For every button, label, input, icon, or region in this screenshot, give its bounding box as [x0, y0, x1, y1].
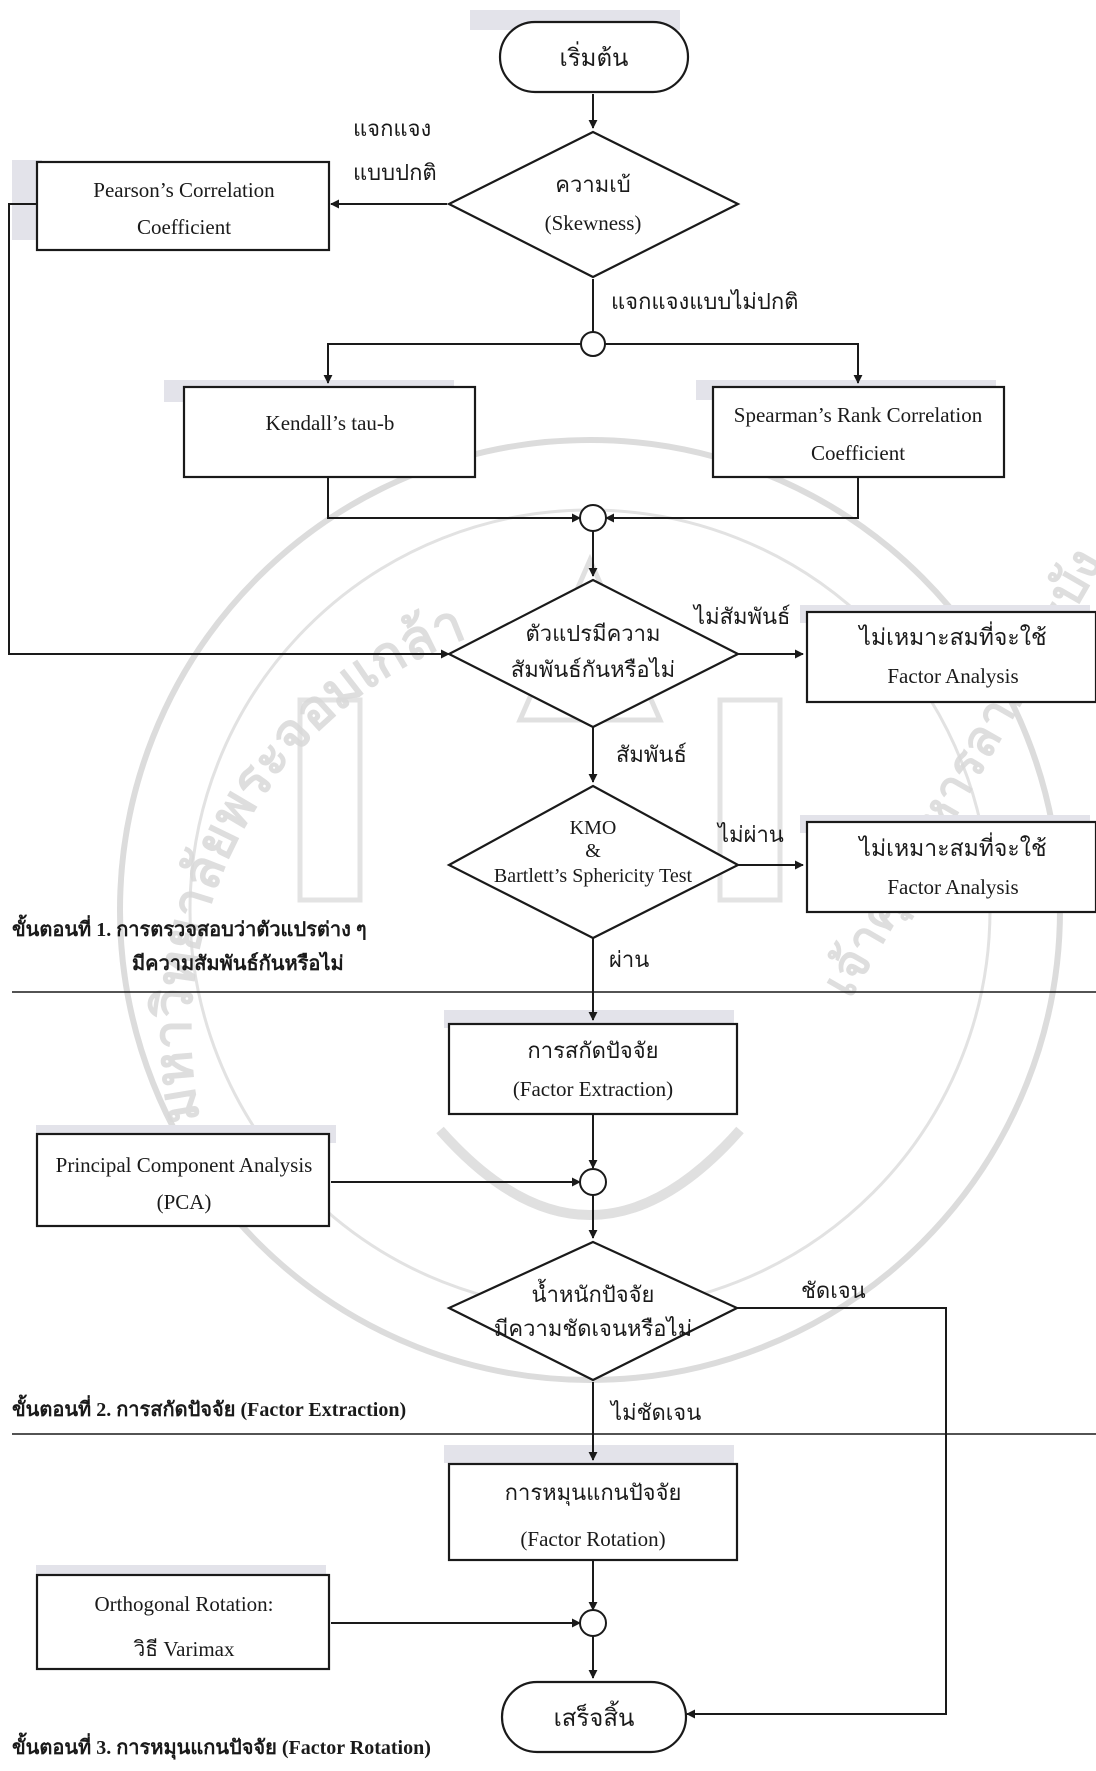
label-not-normal: แจกแจงแบบไม่ปกติ	[611, 289, 798, 314]
step1-line2: มีความสัมพันธ์กันหรือไม่	[132, 951, 344, 975]
rotation-box	[447, 1462, 739, 1562]
junction-split	[580, 331, 606, 357]
junction-merge	[579, 504, 607, 532]
pca-label-1: Principal Component Analysis	[56, 1153, 313, 1177]
edge-clarity-clear-to-end	[686, 1307, 947, 1719]
spearman-box	[711, 385, 1006, 479]
edge-labels: แจกแจง แบบปกติ แจกแจงแบบไม่ปกติ ไม่สัมพั…	[353, 116, 866, 1425]
connectors	[8, 94, 947, 1719]
edge-junction-to-spearman	[605, 343, 863, 384]
watermark-text-left: มหาวิทยาลัยพระจอมเกล้า	[143, 593, 473, 1128]
unsuitable-1-label-th: ไม่เหมาะสมที่จะใช้	[857, 621, 1046, 650]
orthogonal-label-1: Orthogonal Rotation:	[94, 1592, 273, 1616]
pearson-label-1: Pearson’s Correlation	[93, 178, 275, 202]
unsuitable-2-label-th: ไม่เหมาะสมที่จะใช้	[857, 832, 1046, 861]
edge-spearman-to-merge	[605, 478, 859, 523]
unsuitable-box-2	[805, 820, 1096, 914]
spearman-label-1: Spearman’s Rank Correlation	[734, 403, 983, 427]
clarity-label-1: น้ำหนักปัจจัย	[532, 1279, 655, 1307]
kmo-label-2: &	[585, 840, 601, 862]
edge-junction-to-kendall	[323, 343, 581, 384]
related-decision	[446, 578, 741, 729]
step2-caption: ขั้นตอนที่ 2. การสกัดปัจจัย (Factor Extr…	[12, 1394, 406, 1421]
clarity-label-2: มีความชัดเจนหรือไม่	[494, 1316, 692, 1341]
kmo-label-1: KMO	[570, 817, 617, 839]
label-not-clear: ไม่ชัดเจน	[609, 1400, 701, 1425]
orthogonal-label-2: วิธี Varimax	[133, 1637, 235, 1661]
pearson-box	[35, 160, 331, 252]
spearman-label-2: Coefficient	[811, 441, 905, 465]
clarity-decision	[446, 1240, 740, 1382]
label-normal-1: แจกแจง	[353, 116, 431, 141]
related-label-1: ตัวแปรมีความ	[525, 621, 660, 646]
pca-box	[35, 1132, 331, 1228]
skewness-decision	[446, 130, 741, 279]
related-label-2: สัมพันธ์กันหรือไม่	[511, 657, 675, 682]
pca-label-2: (PCA)	[157, 1190, 212, 1214]
extraction-box	[447, 1022, 739, 1116]
kendall-label: Kendall’s tau-b	[266, 411, 395, 435]
edge-kendall-to-merge	[327, 478, 581, 523]
kmo-label-3: Bartlett’s Sphericity Test	[494, 865, 693, 887]
junction-pca	[579, 1168, 607, 1196]
kendall-box	[182, 385, 477, 479]
step3-caption: ขั้นตอนที่ 3. การหมุนแกนปัจจัย (Factor R…	[12, 1732, 431, 1760]
rotation-label-en: (Factor Rotation)	[520, 1527, 665, 1551]
extraction-label-en: (Factor Extraction)	[513, 1077, 673, 1101]
end-label: เสร็จสิ้น	[554, 1700, 635, 1732]
end-terminal	[500, 1680, 688, 1754]
edge-pearson-to-related	[8, 203, 450, 659]
label-related: สัมพันธ์	[616, 742, 687, 767]
kmo-decision	[446, 784, 741, 940]
step1-line1: ขั้นตอนที่ 1. การตรวจสอบว่าตัวแปรต่าง ๆ	[12, 914, 367, 941]
label-normal-2: แบบปกติ	[353, 160, 437, 185]
start-terminal	[498, 20, 690, 94]
extraction-label-th: การสกัดปัจจัย	[527, 1038, 658, 1063]
step-captions: ขั้นตอนที่ 1. การตรวจสอบว่าตัวแปรต่าง ๆ …	[12, 914, 431, 1760]
rotation-label-th: การหมุนแกนปัจจัย	[505, 1480, 682, 1506]
pearson-label-2: Coefficient	[137, 215, 231, 239]
junction-rotation	[579, 1609, 607, 1637]
label-pass: ผ่าน	[609, 947, 649, 972]
label-fail: ไม่ผ่าน	[716, 822, 784, 847]
unsuitable-2-label-en: Factor Analysis	[887, 875, 1018, 899]
skewness-label-en: (Skewness)	[545, 211, 642, 235]
orthogonal-box	[35, 1573, 331, 1671]
label-not-related: ไม่สัมพันธ์	[692, 604, 790, 629]
unsuitable-1-label-en: Factor Analysis	[887, 664, 1018, 688]
start-label: เริ่มต้น	[560, 41, 629, 72]
unsuitable-box-1	[805, 610, 1096, 704]
node-texts: เริ่มต้น ความเบ้ (Skewness) Pearson’s Co…	[56, 41, 1047, 1732]
label-clear: ชัดเจน	[801, 1278, 866, 1303]
skewness-label-th: ความเบ้	[555, 172, 630, 197]
